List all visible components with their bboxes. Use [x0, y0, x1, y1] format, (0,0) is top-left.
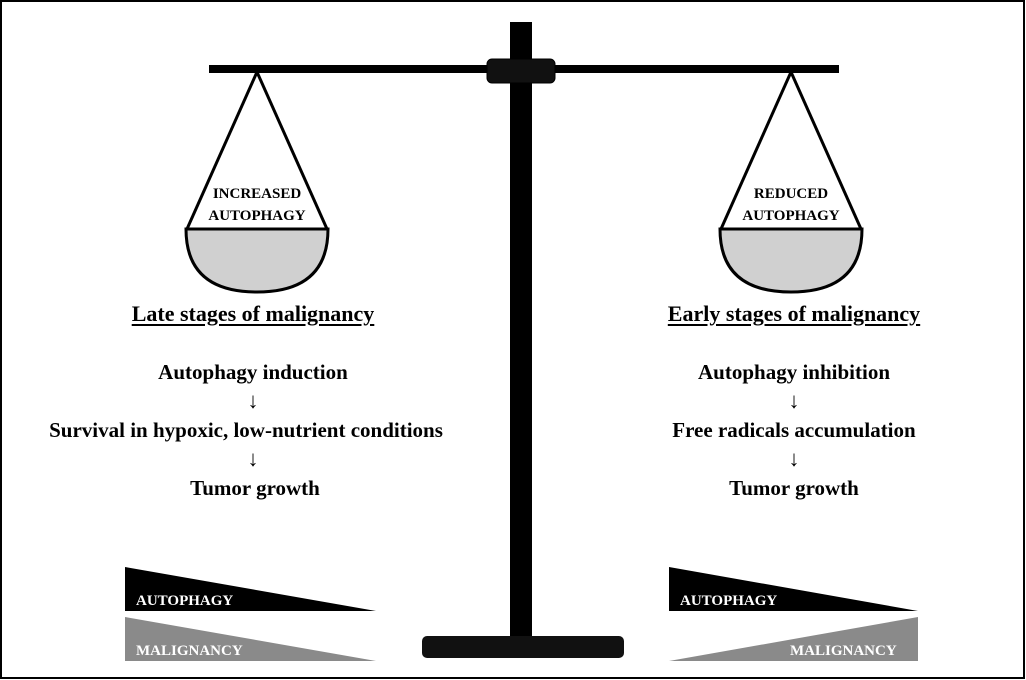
left-step-1: Autophagy induction [158, 360, 348, 384]
right-heading: Early stages of malignancy [667, 301, 921, 326]
scale-pivot [486, 58, 556, 84]
right-malignancy-bar-label: MALIGNANCY [790, 643, 897, 659]
right-pan-label-line2: AUTOPHAGY [742, 208, 840, 224]
left-autophagy-bar-label: AUTOPHAGY [136, 593, 234, 609]
left-step-2: Survival in hypoxic, low-nutrient condit… [49, 418, 443, 442]
right-step-1: Autophagy inhibition [698, 360, 890, 384]
left-pan-label-line2: AUTOPHAGY [208, 208, 306, 224]
right-pan-label-line1: REDUCED [753, 186, 829, 202]
right-pan [718, 71, 864, 294]
left-step-3: Tumor growth [190, 476, 320, 500]
right-autophagy-bar [669, 567, 918, 611]
left-malignancy-bar [125, 617, 376, 661]
scale-base [422, 636, 624, 658]
left-malignancy-bar-label: MALIGNANCY [136, 643, 243, 659]
right-arrow-1: ↓ [788, 388, 800, 413]
right-arrow-2: ↓ [788, 446, 800, 471]
left-pan-label-line1: INCREASED [212, 186, 302, 202]
left-arrow-1: ↓ [247, 388, 259, 413]
right-step-3: Tumor growth [729, 476, 859, 500]
right-malignancy-bar [669, 617, 918, 661]
scale-post [510, 22, 532, 640]
right-step-2: Free radicals accumulation [672, 418, 916, 442]
left-pan [184, 71, 330, 294]
right-autophagy-bar-label: AUTOPHAGY [680, 593, 778, 609]
left-arrow-2: ↓ [247, 446, 259, 471]
left-heading: Late stages of malignancy [131, 301, 375, 326]
left-autophagy-bar [125, 567, 376, 611]
